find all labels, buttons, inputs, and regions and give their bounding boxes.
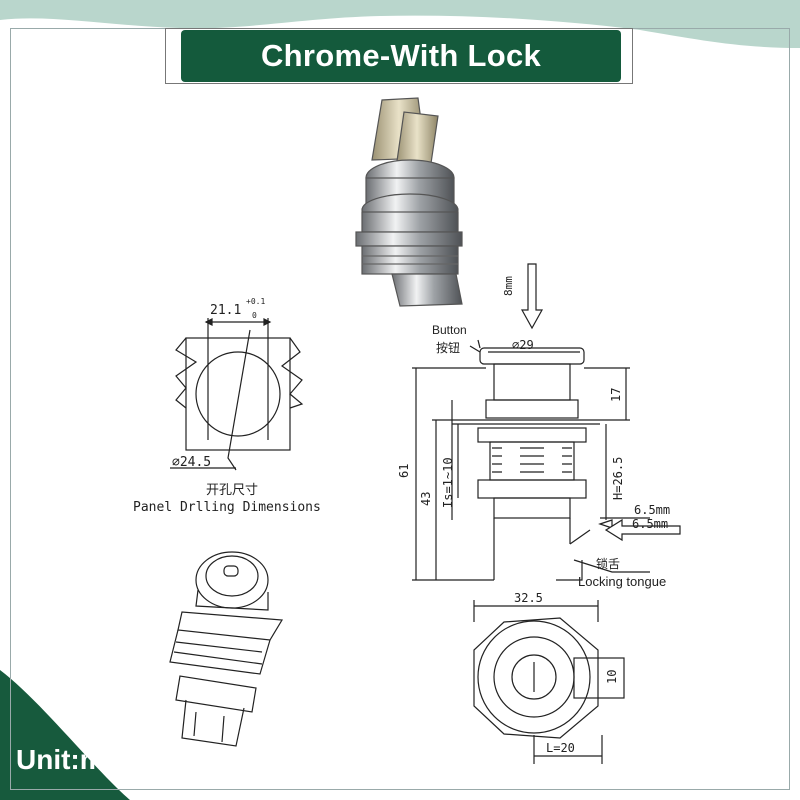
top-view-drawing: 32.5 10 L=20 xyxy=(473,591,625,764)
unit-label: Unit:mm xyxy=(16,744,130,775)
button-label-cn: 按钮 xyxy=(436,340,460,355)
panel-drilling-drawing: 21.1 +0.1 0 ⌀24.5 开孔尺寸 Panel Drlling Dim… xyxy=(133,297,321,515)
product-photo xyxy=(355,97,463,307)
page-title: Chrome-With Lock xyxy=(181,30,621,82)
drill-tol-upper: +0.1 xyxy=(246,297,265,306)
drill-diameter-dim: ⌀24.5 xyxy=(172,455,211,470)
dim-17: 17 xyxy=(609,388,623,402)
dim-61: 61 xyxy=(397,464,411,478)
tongue-label-en: Locking tongue xyxy=(578,574,666,589)
tongue-width-dim: 10 xyxy=(605,670,619,684)
button-diameter-dim: ⌀29 xyxy=(512,338,534,352)
dim-Is: Is=1~10 xyxy=(441,457,455,508)
dim-6-5-b: 6.5mm xyxy=(632,517,668,531)
tongue-arrow xyxy=(604,518,681,542)
travel-arrow xyxy=(520,263,544,330)
tongue-label-cn: 锁舌 xyxy=(596,556,620,571)
top-light-wave xyxy=(0,0,800,48)
dim-H: H=26.5 xyxy=(611,457,625,500)
drill-width-dim: 21.1 xyxy=(210,303,241,318)
isometric-drawing xyxy=(169,551,284,747)
bottom-left-corner xyxy=(0,670,130,800)
button-label: Button xyxy=(432,323,467,337)
tongue-length-dim: L=20 xyxy=(546,741,575,755)
drill-tol-lower: 0 xyxy=(252,311,257,320)
dim-6-5-a: 6.5mm xyxy=(634,503,670,517)
top-width-dim: 32.5 xyxy=(514,591,543,605)
photo-tongue xyxy=(391,273,463,307)
drill-label-cn: 开孔尺寸 xyxy=(206,483,258,498)
travel-dim: 8mm xyxy=(502,276,515,296)
side-view-drawing: 8mm Button 按钮 ⌀29 61 43 Is=1~10 xyxy=(397,263,681,589)
dim-43: 43 xyxy=(419,492,433,506)
drill-label-en: Panel Drlling Dimensions xyxy=(133,500,321,515)
